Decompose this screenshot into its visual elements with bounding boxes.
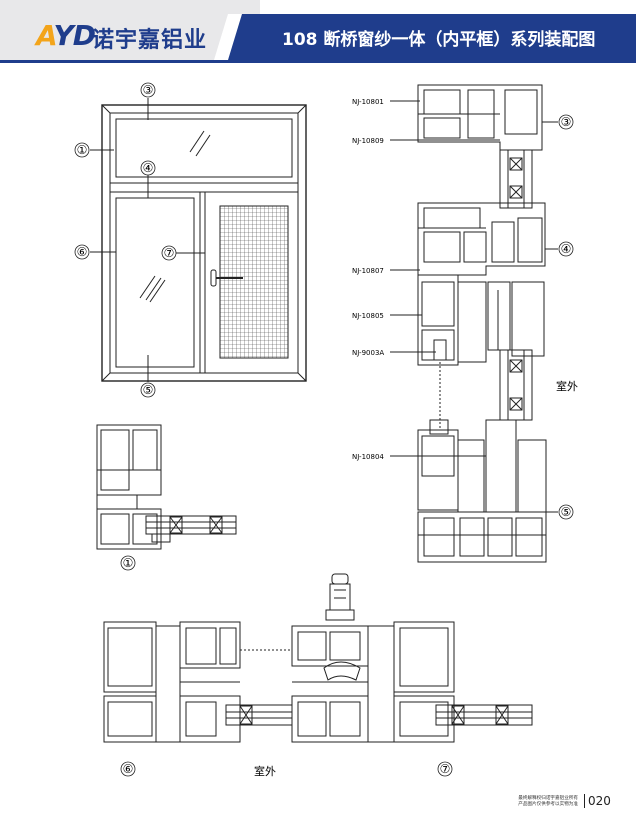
- part-code-nj-10801: NJ-10801: [352, 98, 384, 106]
- section-callout-5: ⑤: [561, 505, 572, 519]
- company-logo: AYD: [36, 19, 96, 52]
- part-code-nj-10804: NJ-10804: [352, 453, 384, 461]
- vertical-section: [390, 84, 558, 563]
- vertical-section-labels: NJ-10801 NJ-10809 NJ-10807 NJ-10805 NJ-9…: [352, 98, 578, 520]
- callout-3: ③: [143, 83, 154, 97]
- callout-5: ⑤: [143, 383, 154, 397]
- window-elevation: [90, 98, 307, 382]
- fixed-top-glass: [115, 118, 293, 178]
- right-sash-frame: [204, 191, 299, 374]
- callout-1: ①: [77, 143, 88, 157]
- outside-label-horizontal: 室外: [254, 764, 276, 778]
- detail-1-label: ①: [120, 555, 136, 571]
- mullion: [199, 191, 206, 374]
- page-header: AYD 诺宇嘉铝业 108 断桥窗纱一体（内平框）系列装配图: [0, 0, 636, 66]
- left-sash-frame: [109, 191, 201, 374]
- header-title-band: [228, 14, 636, 60]
- callout-6: ⑥: [77, 245, 88, 259]
- insect-screen: [219, 205, 289, 359]
- hsection-callout-6: ⑥: [123, 762, 134, 776]
- horizontal-section: [103, 573, 533, 743]
- part-code-nj-10809: NJ-10809: [352, 137, 384, 145]
- document-title: 108 断桥窗纱一体（内平框）系列装配图: [282, 30, 596, 50]
- assembly-drawing: ③ ① ④ ⑥ ⑦ ⑤: [74, 82, 578, 778]
- part-code-nj-9003a: NJ-9003A: [352, 349, 384, 357]
- footer-note-line-2: 产品图片仅供参考以实物为准: [518, 802, 578, 807]
- callout-4: ④: [143, 161, 154, 175]
- elevation-callouts: ③ ① ④ ⑥ ⑦ ⑤: [74, 82, 177, 398]
- hsection-callout-7: ⑦: [440, 762, 451, 776]
- part-code-nj-10805: NJ-10805: [352, 312, 384, 320]
- footer-note: 最终解释权归诺宇嘉铝业所有 产品图片仅供参考以实物为准: [496, 796, 578, 808]
- callout-7: ⑦: [164, 246, 175, 260]
- page-number: 020: [584, 794, 611, 808]
- section-callout-3: ③: [561, 115, 572, 129]
- part-code-nj-10807: NJ-10807: [352, 267, 384, 275]
- header-underline: [0, 60, 636, 63]
- detail-1-section: [96, 424, 237, 550]
- section-callout-4: ④: [561, 242, 572, 256]
- header-logo-band: [0, 0, 260, 60]
- left-sash-glass: [115, 197, 195, 368]
- window-handle: [210, 269, 217, 287]
- company-name: 诺宇嘉铝业: [92, 28, 208, 53]
- outside-label-vertical: 室外: [556, 379, 578, 393]
- outer-frame: [101, 104, 307, 382]
- detail-callout-1: ①: [123, 556, 134, 570]
- horizontal-section-labels: ⑥ ⑦ 室外: [120, 761, 453, 778]
- footer-note-line-1: 最终解释权归诺宇嘉铝业所有: [518, 796, 578, 801]
- transom-bar: [109, 182, 299, 193]
